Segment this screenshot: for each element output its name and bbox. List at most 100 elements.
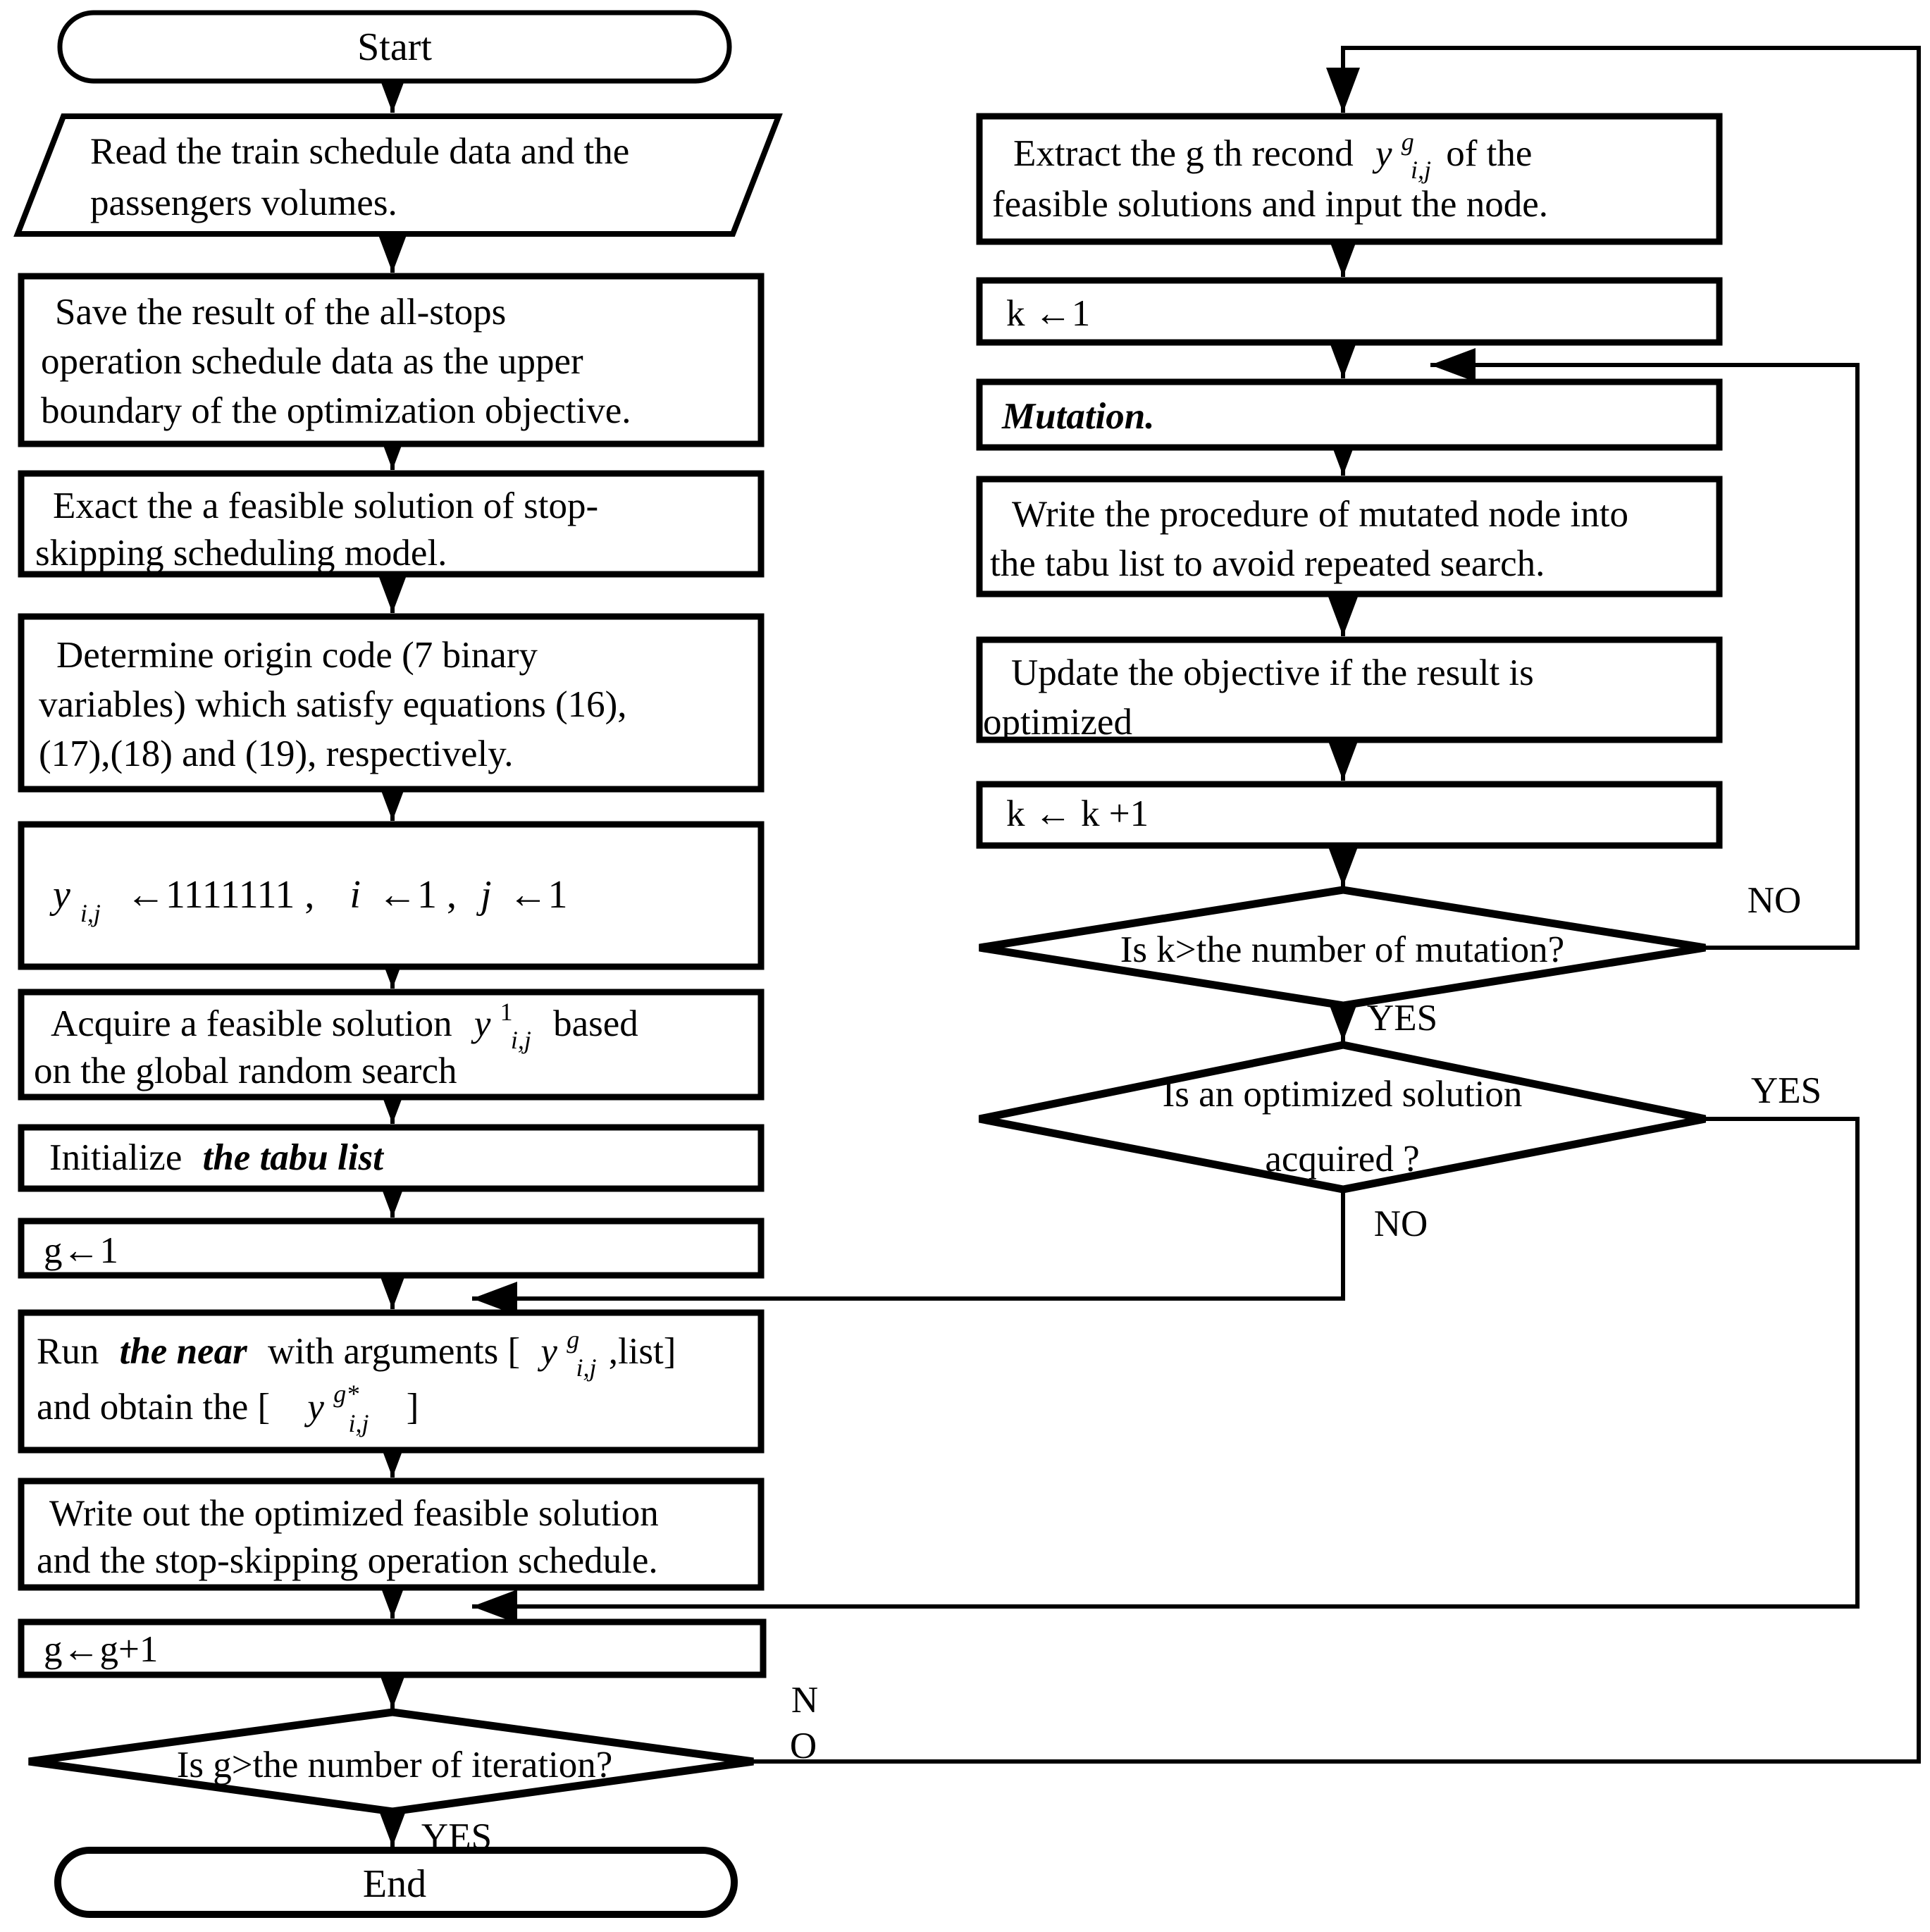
mutation-box bbox=[976, 378, 1723, 451]
update-objective-line1: Update the objective if the result is bbox=[1011, 652, 1534, 693]
node-update-objective: Update the objective if the result is op… bbox=[976, 636, 1723, 743]
write-out-box bbox=[18, 1478, 765, 1591]
exact-solution-line1: Exact the a feasible solution of stop- bbox=[53, 485, 598, 526]
edge-acquired-no-branch bbox=[472, 1189, 1345, 1315]
var-y-sub: i,j bbox=[1411, 156, 1431, 184]
var-y: y bbox=[471, 1003, 491, 1044]
save-result-line1: Save the result of the all-stops bbox=[55, 292, 506, 333]
end-terminator-shape bbox=[54, 1847, 738, 1918]
assign-y-formula: y i,j ←1111111 , i ←1 , j ←1 bbox=[49, 873, 568, 931]
read-data-line1: Read the train schedule data and the bbox=[90, 131, 629, 172]
label-mutation-yes: YES bbox=[1367, 998, 1437, 1039]
label-mutation-no: NO bbox=[1747, 880, 1802, 921]
read-data-parallelogram bbox=[13, 113, 783, 237]
k-increment-label: k ← k +1 bbox=[1006, 793, 1149, 834]
run-near-box bbox=[18, 1309, 765, 1454]
the-near-emphasis: the near bbox=[120, 1331, 248, 1372]
assign-j-value: ←1 bbox=[509, 873, 568, 917]
assign-y-box bbox=[18, 821, 765, 970]
g-init-box bbox=[18, 1218, 765, 1279]
node-run-near: Run the near with arguments [ y g i,j ,l… bbox=[18, 1309, 765, 1454]
label-acquired-yes: YES bbox=[1751, 1070, 1821, 1111]
label-acquired-no: NO bbox=[1374, 1203, 1428, 1244]
determine-code-box bbox=[18, 613, 765, 793]
extract-post: of the bbox=[1446, 133, 1532, 174]
var-y: y bbox=[49, 873, 70, 917]
node-acquired-check: Is an optimized solution acquired ? bbox=[978, 1041, 1707, 1194]
acquired-check-diamond bbox=[978, 1041, 1707, 1194]
extract-pre: Extract the g th recond bbox=[1013, 133, 1354, 174]
node-assign-y: y i,j ←1111111 , i ←1 , j ←1 bbox=[18, 821, 765, 970]
read-data-line2: passengers volumes. bbox=[90, 182, 397, 223]
var-y-sub: i,j bbox=[511, 1026, 531, 1054]
node-save-result: Save the result of the all-stops operati… bbox=[18, 273, 765, 447]
node-write-tabu: Write the procedure of mutated node into… bbox=[976, 476, 1723, 597]
run-post: ,list] bbox=[609, 1331, 676, 1372]
iteration-check-diamond bbox=[28, 1708, 754, 1816]
initialize-pre: Initialize bbox=[49, 1137, 182, 1178]
node-end: End bbox=[54, 1847, 738, 1918]
edge-iteration-no-loop bbox=[753, 46, 1921, 1764]
determine-code-line2: variables) which satisfy equations (16), bbox=[39, 684, 627, 725]
initialize-tabu-label: Initialize the tabu list bbox=[49, 1137, 385, 1178]
var-y-sub: i,j bbox=[80, 899, 101, 927]
mutation-check-diamond bbox=[979, 886, 1706, 1010]
var-y-sup: g bbox=[567, 1325, 579, 1354]
var-j: j bbox=[476, 873, 492, 917]
start-terminator-shape bbox=[57, 10, 732, 84]
node-start: Start bbox=[57, 10, 732, 84]
var-y2-sup: g* bbox=[333, 1380, 359, 1408]
node-mutation-check: Is k>the number of mutation? bbox=[979, 886, 1706, 1010]
node-acquire-solution: Acquire a feasible solution y 1 i,j base… bbox=[18, 988, 765, 1101]
node-determine-code: Determine origin code (7 binary variable… bbox=[18, 613, 765, 793]
exact-solution-box bbox=[18, 470, 765, 578]
acquire-solution-box bbox=[18, 989, 765, 1101]
write-tabu-line1: Write the procedure of mutated node into bbox=[1012, 494, 1628, 535]
acquired-check-line1: Is an optimized solution bbox=[1163, 1074, 1523, 1115]
node-g-increment: g←g+1 bbox=[18, 1618, 767, 1678]
edge-acquired-yes-branch bbox=[472, 1117, 1860, 1623]
k-init-box bbox=[976, 277, 1723, 346]
node-iteration-check: Is g>the number of iteration? bbox=[28, 1708, 754, 1816]
node-g-init: g←1 bbox=[18, 1218, 765, 1279]
node-extract-record: Extract the g th recond y g i,j of the f… bbox=[976, 113, 1723, 245]
node-read-data: Read the train schedule data and the pas… bbox=[13, 113, 783, 237]
write-out-line1: Write out the optimized feasible solutio… bbox=[49, 1493, 659, 1534]
write-tabu-line2: the tabu list to avoid repeated search. bbox=[990, 543, 1545, 584]
end-label: End bbox=[363, 1862, 426, 1906]
var-y-sup: g bbox=[1402, 128, 1414, 156]
tabu-list-emphasis: the tabu list bbox=[203, 1137, 385, 1178]
start-label: Start bbox=[357, 25, 432, 69]
node-k-increment: k ← k +1 bbox=[976, 781, 1723, 849]
run-pre: Run bbox=[37, 1331, 99, 1372]
g-init-label: g←1 bbox=[44, 1230, 118, 1271]
var-y: y bbox=[537, 1331, 557, 1372]
obtain-post: ] bbox=[407, 1387, 419, 1428]
exact-solution-line2: skipping scheduling model. bbox=[35, 533, 447, 574]
acquire-solution-line1: Acquire a feasible solution y 1 i,j base… bbox=[51, 988, 638, 1057]
assign-value: ←1111111 , bbox=[126, 873, 315, 917]
edge-mutation-no-loop bbox=[1430, 348, 1860, 950]
run-near-line2: and obtain the [ y g* i,j ] bbox=[37, 1370, 419, 1440]
node-exact-solution: Exact the a feasible solution of stop- s… bbox=[18, 470, 765, 578]
update-objective-line2: optimized bbox=[983, 702, 1132, 743]
mutation-label: Mutation. bbox=[1001, 396, 1155, 437]
label-iteration-no-n: N bbox=[791, 1680, 818, 1721]
write-out-line2: and the stop-skipping operation schedule… bbox=[37, 1540, 658, 1581]
determine-code-line1: Determine origin code (7 binary bbox=[56, 635, 538, 676]
acquire-post: based bbox=[553, 1003, 638, 1044]
var-y-sub: i,j bbox=[576, 1354, 596, 1382]
var-y2-sub: i,j bbox=[348, 1409, 369, 1437]
run-near-line1: Run the near with arguments [ y g i,j ,l… bbox=[37, 1315, 676, 1385]
acquired-check-line2: acquired ? bbox=[1265, 1139, 1419, 1179]
node-initialize-tabu: Initialize the tabu list bbox=[18, 1124, 765, 1192]
save-result-box bbox=[18, 273, 765, 447]
label-iteration-no-o: O bbox=[790, 1726, 817, 1766]
save-result-line3: boundary of the optimization objective. bbox=[41, 390, 631, 431]
update-objective-box bbox=[976, 636, 1723, 743]
label-iteration-yes: YES bbox=[421, 1816, 492, 1857]
var-y2: y bbox=[304, 1387, 324, 1428]
g-increment-box bbox=[18, 1618, 767, 1678]
var-y-sup: 1 bbox=[500, 998, 513, 1026]
initialize-tabu-box bbox=[18, 1124, 765, 1192]
